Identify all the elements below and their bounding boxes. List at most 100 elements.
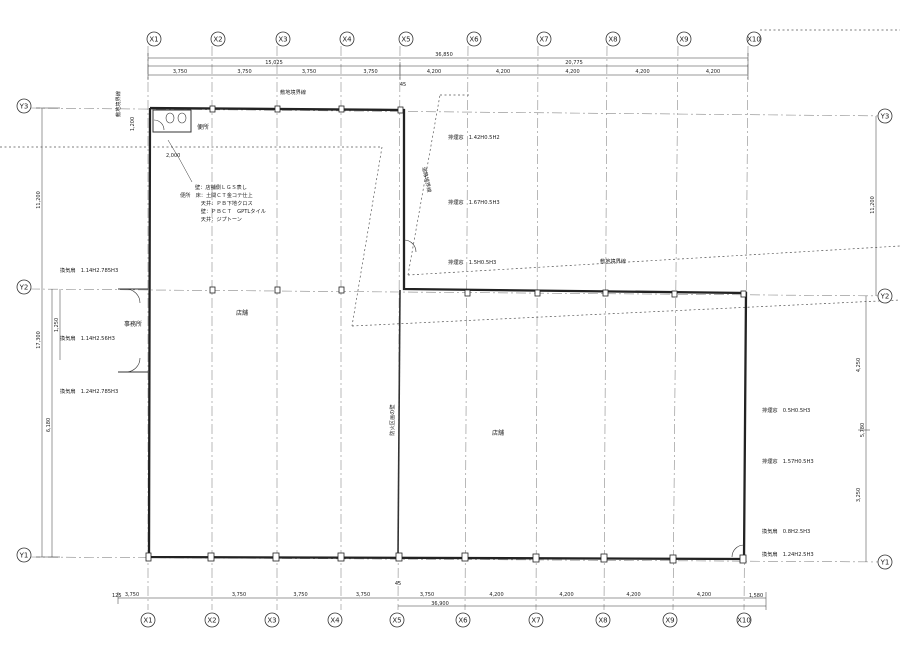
svg-text:Y1: Y1 [19, 551, 29, 559]
axis-bubble-top-x6: X6 [466, 31, 482, 47]
axis-bubble-bottom-x2: X2 [204, 612, 220, 628]
dim-bottom-span-3: 3,750 [293, 592, 307, 598]
room-label-office: 事務所 [124, 320, 142, 328]
svg-text:X9: X9 [679, 35, 688, 43]
boundary-line-diag-right [407, 94, 441, 276]
dim-right-a: 4,250 [856, 358, 862, 372]
window-left-2: 換気扇 1.14H2.56H3 [60, 334, 115, 342]
svg-text:Y1: Y1 [880, 558, 890, 566]
dim-bottom-span-4: 3,750 [356, 592, 370, 598]
dim-top-span-4: 3,750 [363, 69, 377, 75]
axis-bubble-right-y3: Y3 [877, 108, 893, 124]
svg-text:X6: X6 [469, 35, 479, 43]
axis-bubble-bottom-x1: X1 [140, 612, 156, 628]
axis-bubble-top-x9: X9 [676, 31, 692, 47]
svg-text:X9: X9 [665, 616, 674, 624]
axis-bubble-left-y3: Y3 [16, 98, 32, 114]
svg-text:Y3: Y3 [19, 102, 29, 110]
svg-text:X2: X2 [207, 616, 216, 624]
boundary-line-lower [351, 299, 900, 327]
axis-bubble-top-x4: X4 [339, 31, 355, 47]
axis-bubble-bottom-x7: X7 [528, 612, 544, 628]
dim-bottom-span-5: 3,750 [420, 592, 434, 598]
dim-bottom-lead: 125 [112, 593, 122, 599]
svg-text:X2: X2 [213, 35, 222, 43]
svg-text:X6: X6 [458, 616, 468, 624]
axis-bubble-top-x1: X1 [146, 31, 162, 47]
axis-bubble-top-x2: X2 [210, 31, 226, 47]
dimension-lines-right [858, 116, 877, 562]
window-left-1: 換気扇 1.14H2.785H3 [60, 266, 118, 274]
svg-text:Y2: Y2 [880, 292, 890, 300]
axis-bubble-bottom-x6: X6 [455, 612, 471, 628]
dim-top-span-9: 4,200 [706, 69, 720, 75]
room-label-shop-right: 店舗 [492, 429, 504, 437]
dim-top-span-3: 3,750 [302, 69, 316, 75]
axis-bubble-top-x3: X3 [275, 31, 291, 47]
window-upper-right-3: 排煙窓 1.5H0.5H3 [448, 258, 496, 266]
dim-left-lower: 6,180 [46, 418, 52, 432]
door-swings [125, 119, 745, 558]
axis-bubble-bottom-x4: X4 [327, 612, 343, 628]
mark-45-top: 45 [400, 82, 406, 88]
window-lower-right-3: 換気扇 0.8H2.5H3 [762, 527, 810, 535]
axis-bubble-top-x8: X8 [605, 31, 621, 47]
dim-bottom-edge: 1,580 [749, 593, 763, 599]
svg-text:Y2: Y2 [19, 283, 29, 291]
dim-left-upper: 11,200 [36, 191, 42, 209]
mark-45-bottom: 45 [395, 581, 401, 587]
svg-text:X5: X5 [392, 616, 401, 624]
svg-text:X4: X4 [342, 35, 352, 43]
axis-bubble-bottom-x3: X3 [264, 612, 280, 628]
axis-bubble-left-y2: Y2 [16, 279, 32, 295]
svg-text:X10: X10 [737, 616, 751, 624]
svg-text:X8: X8 [598, 616, 607, 624]
svg-text:X7: X7 [531, 616, 540, 624]
label-wall-right-upper: 敷地境界線 [114, 91, 122, 117]
axis-bubble-top-x5: X5 [398, 31, 414, 47]
door-toilet [153, 119, 165, 131]
sink-fixture [177, 112, 187, 124]
dim-top-sub-right: 20,775 [565, 60, 583, 66]
dim-left-total: 17,300 [36, 331, 42, 349]
grid-line-y3 [29, 107, 891, 117]
window-upper-right-2: 排煙窓 1.67H0.5H3 [448, 198, 500, 206]
dim-bottom-span-6: 4,200 [489, 592, 503, 598]
svg-text:X8: X8 [608, 35, 617, 43]
fire-partition-wall [397, 289, 401, 558]
svg-text:X10: X10 [747, 35, 761, 43]
label-wall-top: 敷地境界線 [280, 88, 306, 96]
axis-bubble-right-y2: Y2 [877, 288, 893, 304]
room-label-shop-left: 店舗 [236, 309, 248, 317]
dim-left-small: 1,250 [54, 318, 60, 332]
partition-walls [118, 109, 401, 558]
dim-right-b: 3,250 [856, 488, 862, 502]
svg-text:X1: X1 [149, 35, 158, 43]
window-lower-right-2: 排煙窓 1.57H0.5H3 [762, 457, 814, 465]
axis-bubble-top-x7: X7 [536, 31, 552, 47]
axis-bubble-bottom-x9: X9 [662, 612, 678, 628]
window-lower-right-4: 換気扇 1.24H2.5H3 [762, 550, 814, 558]
dim-bottom-span-1: 3,750 [125, 592, 139, 598]
dim-toilet-h: 2,000 [166, 153, 180, 159]
dim-toilet-w: 1,200 [130, 117, 136, 131]
dim-top-span-1: 3,750 [173, 69, 187, 75]
label-boundary-right: 敷地境界線 [600, 257, 626, 265]
dim-bottom-span-7: 4,200 [559, 592, 573, 598]
axis-bubble-left-y1: Y1 [16, 547, 32, 563]
dim-top-span-8: 4,200 [635, 69, 649, 75]
columns [145, 105, 747, 564]
grid-line-x7 [535, 45, 539, 611]
dim-top-sub-left: 15,025 [265, 60, 283, 66]
dim-bottom-span-2: 3,750 [232, 592, 246, 598]
svg-text:X1: X1 [143, 616, 152, 624]
dim-top-total: 36,850 [435, 52, 453, 58]
dim-bottom-span-9: 4,200 [697, 592, 711, 598]
dim-top-span-5: 4,200 [427, 69, 441, 75]
dim-right-upper: 11,200 [870, 196, 876, 214]
finish-note-4: 壁：ＰＢＣＴ GPTLタイル [180, 207, 266, 215]
finish-note-2: 便所 床：土間ＣＴ金コテ仕上 [180, 191, 253, 199]
boundary-line-diag-left [351, 146, 383, 327]
room-label-toilet: 便所 [197, 123, 209, 131]
